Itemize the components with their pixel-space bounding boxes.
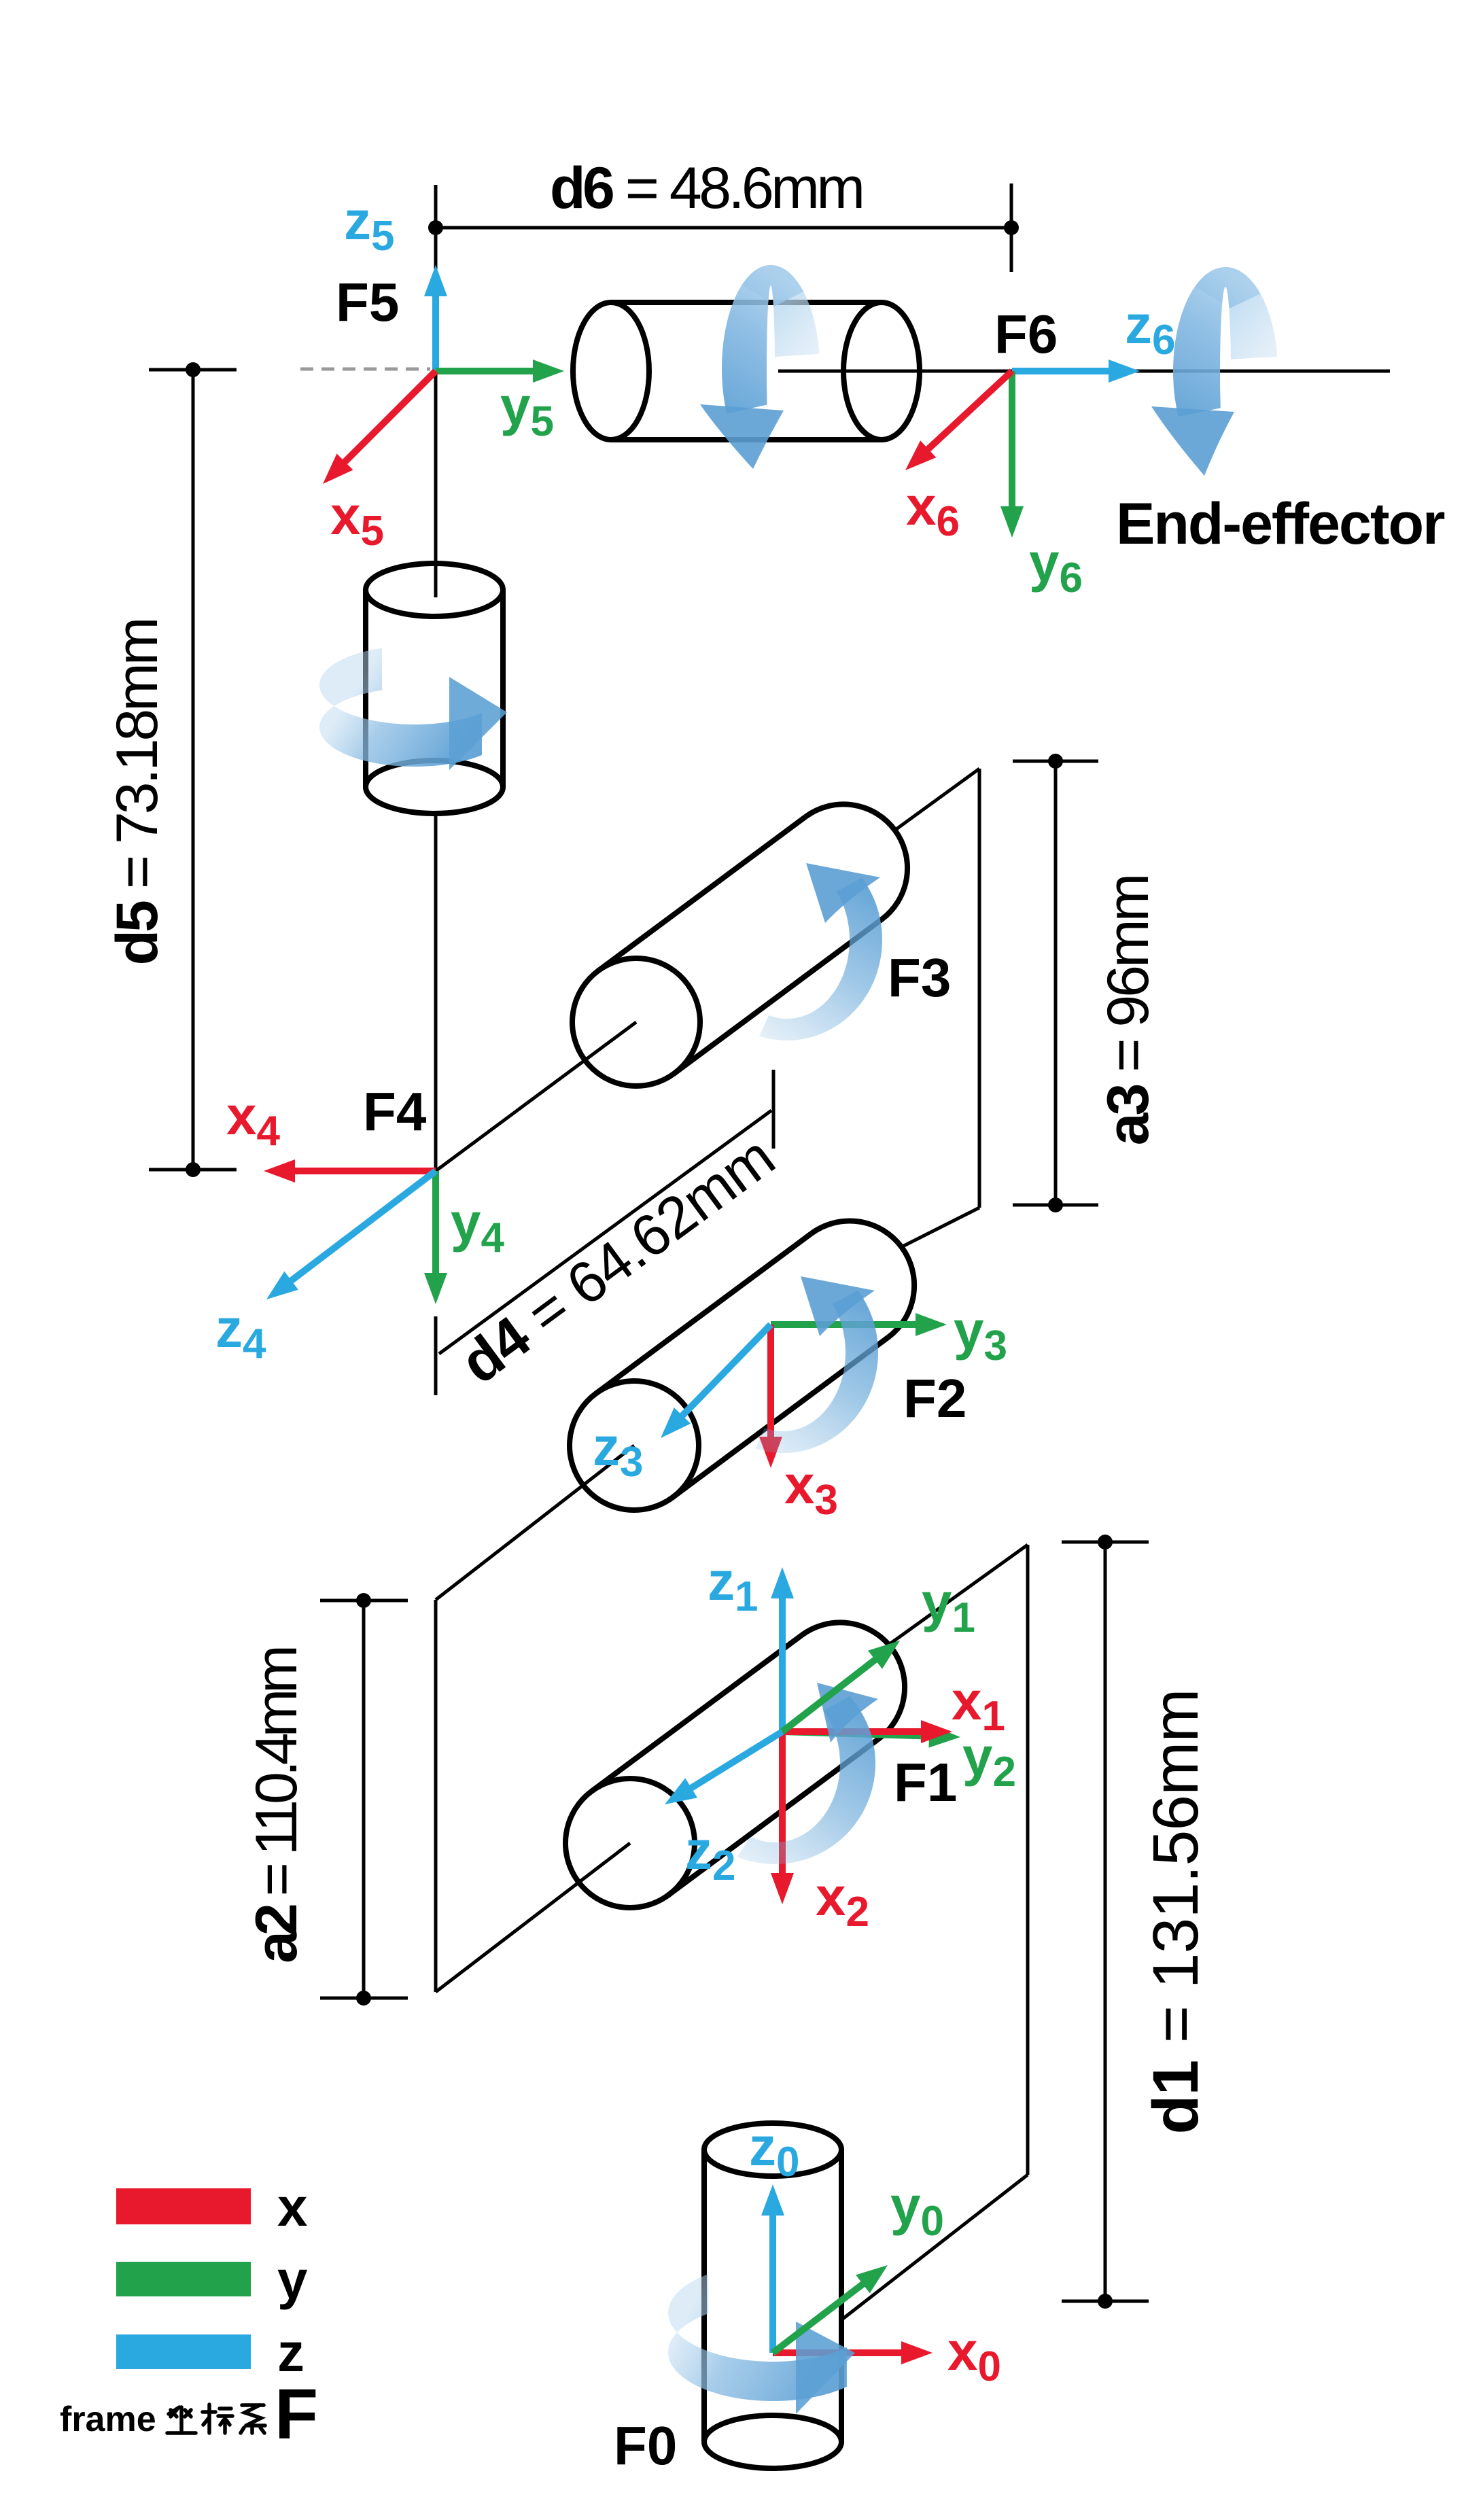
svg-text:y: y bbox=[277, 2250, 308, 2310]
svg-text:d1 = 131.56mm: d1 = 131.56mm bbox=[1140, 1690, 1212, 2135]
svg-text:a2 = 110.4mm: a2 = 110.4mm bbox=[244, 1649, 309, 1963]
svg-text:F6: F6 bbox=[994, 304, 1058, 364]
svg-text:z: z bbox=[277, 2322, 304, 2383]
svg-text:F: F bbox=[275, 2375, 318, 2454]
svg-text:z3: z3 bbox=[593, 1416, 643, 1486]
svg-text:y5: y5 bbox=[500, 376, 554, 445]
svg-text:F1: F1 bbox=[894, 1752, 957, 1813]
svg-text:y0: y0 bbox=[890, 2175, 944, 2245]
svg-text:F5: F5 bbox=[336, 272, 399, 332]
svg-text:x3: x3 bbox=[784, 1454, 838, 1524]
svg-text:frame: frame bbox=[60, 2400, 156, 2439]
svg-text:a3 = 96mm: a3 = 96mm bbox=[1096, 876, 1161, 1146]
svg-text:F4: F4 bbox=[363, 1081, 427, 1142]
svg-text:y2: y2 bbox=[962, 1726, 1016, 1796]
svg-text:x4: x4 bbox=[226, 1085, 281, 1155]
svg-text:F0: F0 bbox=[614, 2415, 677, 2476]
svg-text:F3: F3 bbox=[888, 947, 951, 1008]
svg-text:F2: F2 bbox=[903, 1368, 966, 1429]
svg-text:d6 = 48.6mm: d6 = 48.6mm bbox=[550, 156, 863, 221]
svg-text:End-effector: End-effector bbox=[1116, 491, 1445, 557]
svg-text:d5 = 73.18mm: d5 = 73.18mm bbox=[105, 620, 170, 966]
svg-text:x: x bbox=[277, 2177, 308, 2237]
